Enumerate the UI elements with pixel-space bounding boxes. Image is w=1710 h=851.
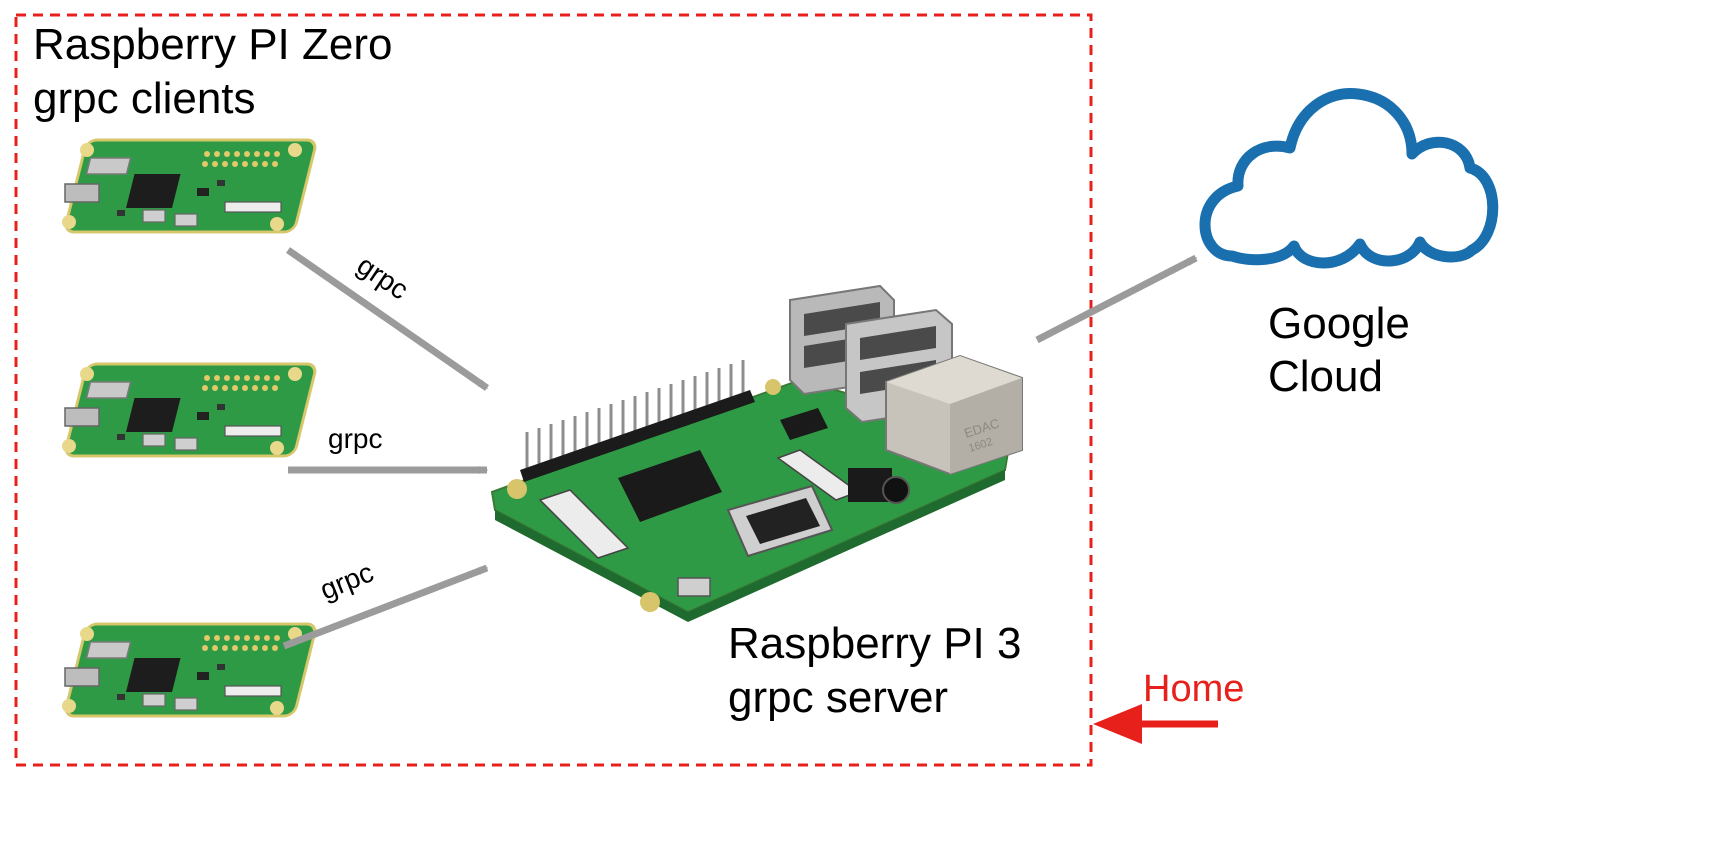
cloud-icon: [1199, 88, 1499, 269]
cloud-title-line2: Cloud: [1268, 352, 1383, 401]
ethernet-port: EDAC 1602: [885, 354, 1023, 476]
home-boundary: [14, 13, 1093, 767]
raspberry-pi-3-board-icon: EDAC 1602: [490, 284, 1023, 622]
grpc-label-middle: grpc: [328, 423, 382, 454]
usb-ports: [789, 284, 953, 424]
server-title-line2: grpc server: [728, 673, 948, 722]
server-title-line1: Raspberry PI 3: [728, 619, 1021, 668]
raspberry-pi-zero-board-icon: [60, 622, 319, 718]
cloud-upload-arrow: [1035, 254, 1198, 344]
home-arrow: [1093, 704, 1218, 744]
grpc-arrow-top: [286, 247, 489, 391]
cloud-title-line1: Google: [1268, 299, 1410, 348]
home-label: Home: [1143, 668, 1244, 710]
gpio-header: [525, 360, 745, 472]
raspberry-pi-zero-board-icon: [60, 138, 319, 234]
grpc-label-bottom: grpc: [316, 556, 378, 605]
grpc-arrow-bottom: [282, 564, 489, 650]
raspberry-pi-zero-board-icon: [60, 362, 319, 458]
clients-title-line2: grpc clients: [33, 74, 256, 123]
clients-title-line1: Raspberry PI Zero: [33, 20, 392, 69]
